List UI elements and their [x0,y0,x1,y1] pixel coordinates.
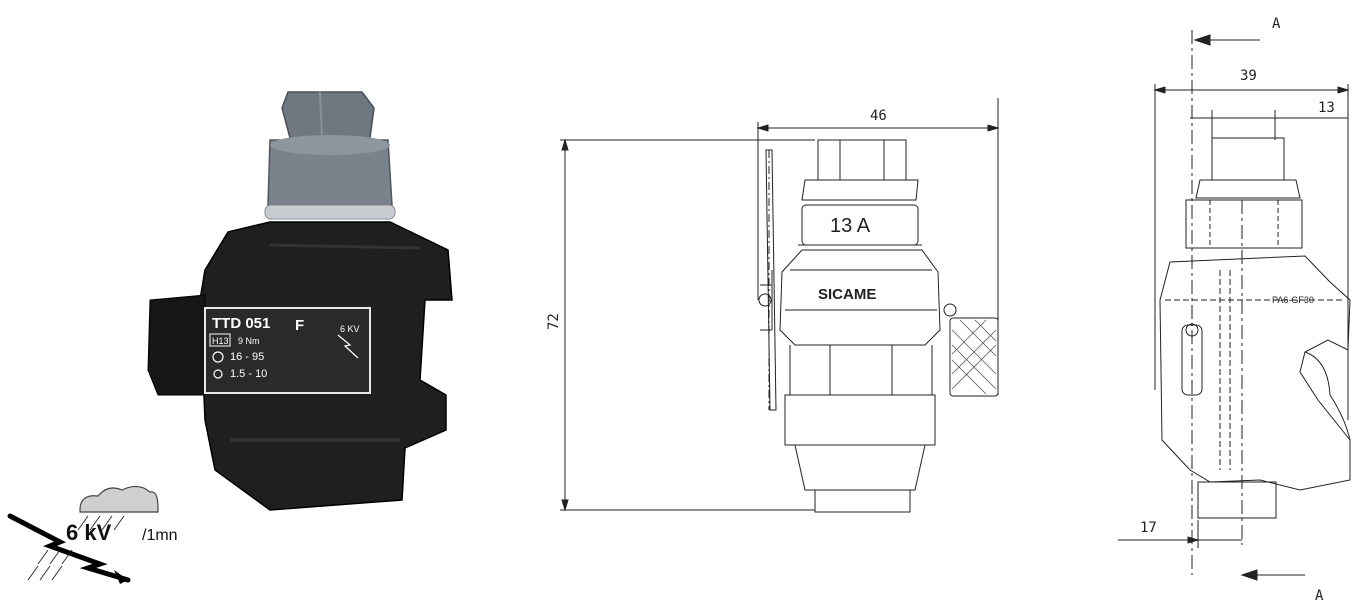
label-range-tap: 1.5 - 10 [230,368,267,380]
front-dim-width: 46 [870,108,887,124]
side-view-drawing: A A 39 13 17 PA6-GF30 [1118,16,1351,604]
rain-icon [27,515,125,581]
drawing-nut [817,139,907,181]
front-view-drawing: 13 A SICAME 46 72 [546,98,1000,513]
section-label-top: A [1272,16,1281,32]
label-model: TTD 051 [212,315,270,332]
label-h13: H13 [212,336,229,346]
label-torque: 9 Nm [238,336,260,346]
cloud-icon [79,485,159,513]
lightning-bolt-icon [7,513,131,583]
side-dim-head: 13 [1318,100,1335,116]
drawing-tap-knob [949,317,999,397]
label-kv: 6 KV [340,324,360,334]
label-range-main: 16 - 95 [230,351,264,363]
front-dim-height: 72 [546,313,562,330]
tap-connector [147,294,206,396]
badge-voltage: 6 kV [66,520,112,545]
badge-duration: /1mn [142,527,178,544]
drawing-body [779,249,941,346]
voltage-badge: 6 kV /1mn [7,480,208,590]
side-shear-head [1185,199,1303,249]
side-dim-width: 39 [1240,68,1257,84]
rating-label [204,307,371,394]
product-photo-panel: TTD 051 F H13 9 Nm 16 - 95 1.5 - 10 6 KV [0,0,480,605]
side-body [1159,255,1351,491]
side-stem [1197,481,1277,519]
side-part-code: PA6-GF30 [1272,295,1314,305]
voltage-badge-graphic: 6 kV /1mn [7,485,178,584]
tap-conductor-icon [213,369,223,379]
section-label-bottom: A [1315,588,1324,604]
label-variant: F [295,317,304,334]
side-tap-clip [1181,324,1203,396]
side-nut [1211,137,1285,181]
lightning-icon [337,334,359,359]
main-conductor-icon [212,351,224,363]
hex-nut [281,91,375,139]
side-view-drawing-panel: A A 39 13 17 PA6-GF30 [1100,0,1359,605]
washer [264,204,396,220]
product-photo: TTD 051 F H13 9 Nm 16 - 95 1.5 - 10 6 KV [147,91,453,511]
front-cap-text: 13 A [830,215,871,237]
front-view-drawing-panel: 13 A SICAME 46 72 [540,0,1020,605]
knurl-hatch [951,319,997,395]
front-brand-text: SICAME [818,286,876,303]
side-dim-offset: 17 [1140,520,1157,536]
